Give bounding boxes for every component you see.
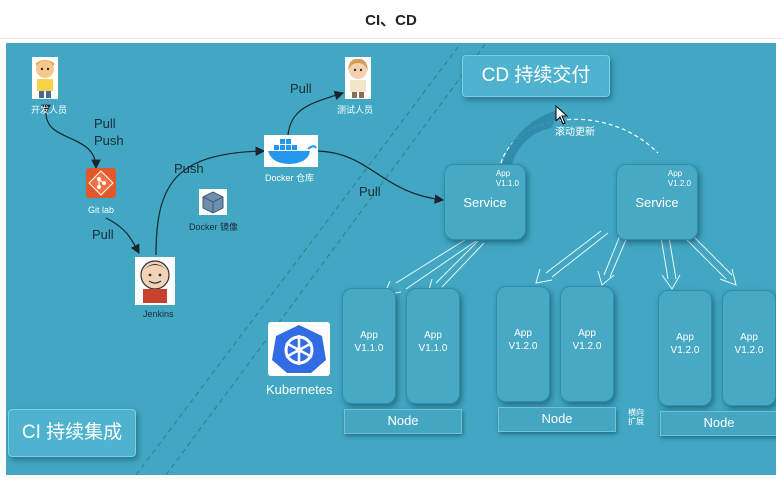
edge-jenkins-docker <box>155 146 266 256</box>
jenkins-label: Jenkins <box>143 309 174 319</box>
ci-title: CI 持续集成 <box>8 409 136 457</box>
edge-label-pull-3: Pull <box>290 81 312 96</box>
node-3: Node <box>660 411 776 436</box>
docker-registry-icon <box>264 135 318 167</box>
docker-image-icon <box>199 189 227 215</box>
title-bar: CI、CD <box>0 0 782 39</box>
page-title: CI、CD <box>365 12 417 29</box>
jenkins-icon <box>135 257 175 305</box>
edge-label-pull-1: Pull <box>94 116 116 131</box>
cicd-diagram: CD 持续交付 CI 持续集成 滚动更新 开发人员 Pull Push Git … <box>6 43 776 475</box>
gitlab-label: Git lab <box>88 205 115 215</box>
mouse-cursor-icon <box>555 105 569 125</box>
docker-image-label: Docker 镜像 <box>189 222 239 232</box>
kubernetes-logo <box>268 322 330 376</box>
tester-label: 测试人员 <box>337 105 374 115</box>
edge-dev-gitlab <box>41 104 101 170</box>
developer-icon <box>36 60 54 98</box>
cd-title: CD 持续交付 <box>462 55 610 97</box>
developer-label: 开发人员 <box>31 105 68 115</box>
kubernetes-label: Kubernetes <box>266 382 333 397</box>
edge-docker-service <box>317 150 445 204</box>
edge-label-pull-2: Pull <box>92 227 114 242</box>
tester-icon <box>348 58 368 98</box>
scale-out-label: 横向扩展 <box>628 408 644 426</box>
tester-avatar <box>345 57 371 99</box>
edge-label-push-2: Push <box>174 161 204 176</box>
edge-label-pull-4: Pull <box>359 184 381 199</box>
edge-label-push-1: Push <box>94 133 124 148</box>
kubernetes-icon <box>272 325 326 373</box>
docker-registry-label: Docker 仓库 <box>265 173 315 183</box>
rolling-update-label: 滚动更新 <box>555 127 595 138</box>
edge-gitlab-jenkins <box>105 217 140 255</box>
developer-avatar <box>32 57 58 99</box>
rolling-update-arc <box>500 118 659 164</box>
ci-cd-separator <box>135 43 462 475</box>
gitlab-icon <box>86 168 116 198</box>
node-2: Node <box>498 407 616 432</box>
node-1: Node <box>344 409 462 434</box>
edge-docker-tester <box>287 90 345 136</box>
service-label: Service <box>463 195 507 210</box>
service-label: Service <box>635 195 679 210</box>
